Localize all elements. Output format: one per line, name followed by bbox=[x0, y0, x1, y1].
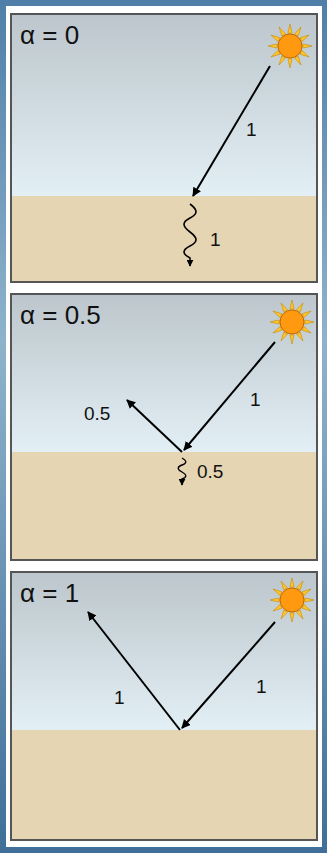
sun-ray bbox=[281, 581, 287, 590]
sun-ray bbox=[290, 300, 294, 309]
sun-disc bbox=[278, 34, 302, 58]
sun-ray bbox=[300, 51, 309, 57]
albedo-value: α = 1 bbox=[20, 580, 79, 606]
sun-ray bbox=[273, 311, 282, 317]
sun-ray bbox=[270, 598, 279, 602]
sun-ray bbox=[303, 44, 312, 48]
albedo-value: α = 0.5 bbox=[20, 302, 101, 328]
flux-number: 0.5 bbox=[197, 462, 223, 481]
sun-disc bbox=[280, 310, 304, 334]
flux-number: 1 bbox=[114, 688, 125, 707]
sun-ray bbox=[305, 598, 314, 602]
sun-ray bbox=[270, 320, 279, 324]
sun-ray bbox=[273, 605, 282, 611]
sun-ray bbox=[288, 59, 292, 68]
sun-ray bbox=[300, 35, 309, 41]
sun-ray bbox=[288, 24, 292, 33]
flux-number: 1 bbox=[256, 677, 267, 696]
sun-ray bbox=[302, 589, 311, 595]
flux-number: 1 bbox=[250, 390, 261, 409]
sun-ray bbox=[297, 332, 303, 341]
sun-ray bbox=[279, 27, 285, 36]
sun-ray bbox=[305, 320, 314, 324]
sun-ray bbox=[273, 589, 282, 595]
sun-ray bbox=[295, 27, 301, 36]
sun-ray bbox=[279, 56, 285, 65]
sun-ray bbox=[268, 44, 277, 48]
sun-ray bbox=[271, 35, 280, 41]
sun-ray bbox=[281, 332, 287, 341]
sun-ray bbox=[271, 51, 280, 57]
sun-ray bbox=[295, 56, 301, 65]
sun-ray bbox=[297, 581, 303, 590]
flux-number: 1 bbox=[246, 120, 257, 139]
sun-ray bbox=[302, 327, 311, 333]
sun-ray bbox=[290, 335, 294, 344]
sun-ray bbox=[281, 610, 287, 619]
sun-ray bbox=[290, 578, 294, 587]
sun-ray bbox=[297, 303, 303, 312]
sun-ray bbox=[290, 613, 294, 622]
sun-ray bbox=[302, 311, 311, 317]
sun-disc bbox=[280, 588, 304, 612]
flux-number: 0.5 bbox=[84, 404, 110, 423]
flux-number: 1 bbox=[210, 230, 221, 249]
albedo-value: α = 0 bbox=[20, 22, 79, 48]
sun-ray bbox=[281, 303, 287, 312]
sun-ray bbox=[302, 605, 311, 611]
sun-ray bbox=[297, 610, 303, 619]
sun-ray bbox=[273, 327, 282, 333]
